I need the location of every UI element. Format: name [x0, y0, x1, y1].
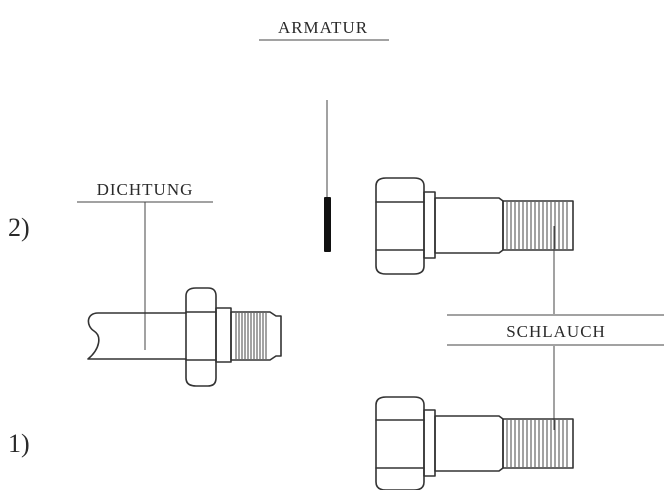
- hose-barb-lower: [502, 418, 574, 469]
- pipe-nut: [185, 287, 217, 387]
- hose-collar-upper: [423, 191, 436, 259]
- dichtung-callout: DICHTUNG: [77, 180, 213, 350]
- hose-fitting-lower: [375, 396, 574, 490]
- gasket-disc: [324, 197, 331, 252]
- hose-barb-lines-lower: [506, 420, 568, 467]
- pipe-thread: [230, 311, 282, 361]
- dichtung-label: DICHTUNG: [97, 180, 194, 199]
- armatur-label: ARMATUR: [278, 18, 368, 37]
- pipe-body: [87, 312, 187, 360]
- gasket: [324, 100, 331, 252]
- hose-nut-lower: [375, 396, 425, 490]
- pipe-collar: [215, 307, 232, 363]
- hose-shank-lower: [434, 415, 504, 472]
- hose-barb-lines-upper: [506, 202, 568, 249]
- armatur-callout: ARMATUR: [259, 18, 389, 41]
- hose-barb-upper: [502, 200, 574, 251]
- hose-collar-lower: [423, 409, 436, 477]
- pipe-fitting-left: [87, 287, 282, 387]
- pipe-thread-lines: [235, 313, 267, 359]
- hose-fitting-upper: [375, 177, 574, 275]
- hose-shank-upper: [434, 197, 504, 254]
- schlauch-label: SCHLAUCH: [506, 322, 606, 341]
- hose-nut-upper: [375, 177, 425, 275]
- step-2-number: 2): [8, 213, 30, 242]
- step-1-number: 1): [8, 429, 30, 458]
- schlauch-callout: SCHLAUCH: [447, 226, 664, 430]
